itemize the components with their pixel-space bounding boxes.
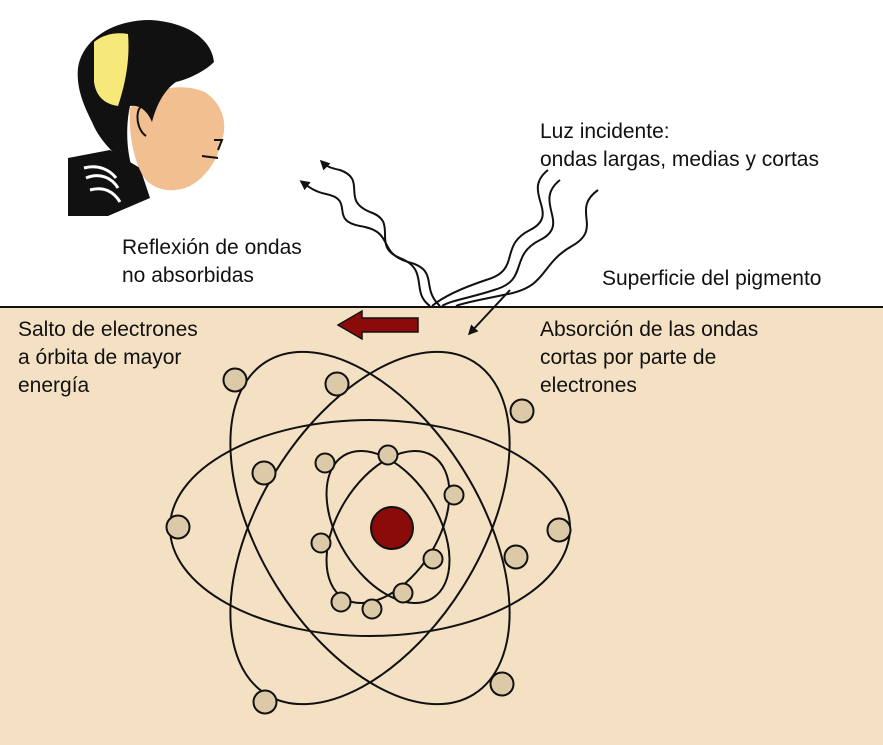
- jump-label-line: a órbita de mayor: [18, 346, 182, 369]
- electron: [546, 517, 572, 543]
- electron: [489, 671, 515, 697]
- electron: [314, 452, 336, 474]
- electron: [330, 591, 352, 613]
- observer-head-icon: [68, 20, 225, 216]
- absorption-label-line: Absorción de las ondas: [540, 318, 759, 341]
- reflected-light-waves: [299, 159, 441, 307]
- reflection-label-line: Reflexión de ondas: [122, 236, 302, 259]
- reflection-label-line: no absorbidas: [122, 264, 254, 287]
- incident-light-label: Luz incidente: ondas largas, medias y co…: [540, 118, 819, 174]
- electron: [310, 532, 332, 554]
- electron: [251, 460, 277, 486]
- jump-arrow-icon: [336, 309, 419, 341]
- absorption-label-line: cortas por parte de: [540, 346, 717, 369]
- electron: [422, 548, 444, 570]
- incident-label-line: ondas largas, medias y cortas: [540, 148, 819, 171]
- incident-light-waves: [431, 169, 599, 336]
- electron-jump-label: Salto de electrones a órbita de mayor en…: [18, 316, 198, 400]
- electron: [503, 544, 529, 570]
- surface-label: Superficie del pigmento: [602, 265, 821, 293]
- surface-label-text: Superficie del pigmento: [602, 267, 822, 290]
- absorption-label: Absorción de las ondas cortas por parte …: [540, 316, 758, 400]
- electron: [443, 484, 465, 506]
- electron: [509, 398, 535, 424]
- electron: [165, 514, 191, 540]
- absorption-label-line: electrones: [540, 374, 637, 397]
- electron: [392, 582, 414, 604]
- electron: [377, 444, 399, 466]
- electron: [222, 367, 248, 393]
- incident-label-line: Luz incidente:: [540, 120, 670, 143]
- nucleus: [370, 506, 414, 550]
- electron: [252, 689, 278, 715]
- pigment-region: [0, 307, 883, 745]
- electron: [361, 598, 383, 620]
- electron: [324, 371, 350, 397]
- jump-label-line: energía: [18, 374, 90, 397]
- reflection-label: Reflexión de ondas no absorbidas: [122, 234, 302, 290]
- pigment-surface-line: [0, 306, 883, 308]
- jump-label-line: Salto de electrones: [18, 318, 198, 341]
